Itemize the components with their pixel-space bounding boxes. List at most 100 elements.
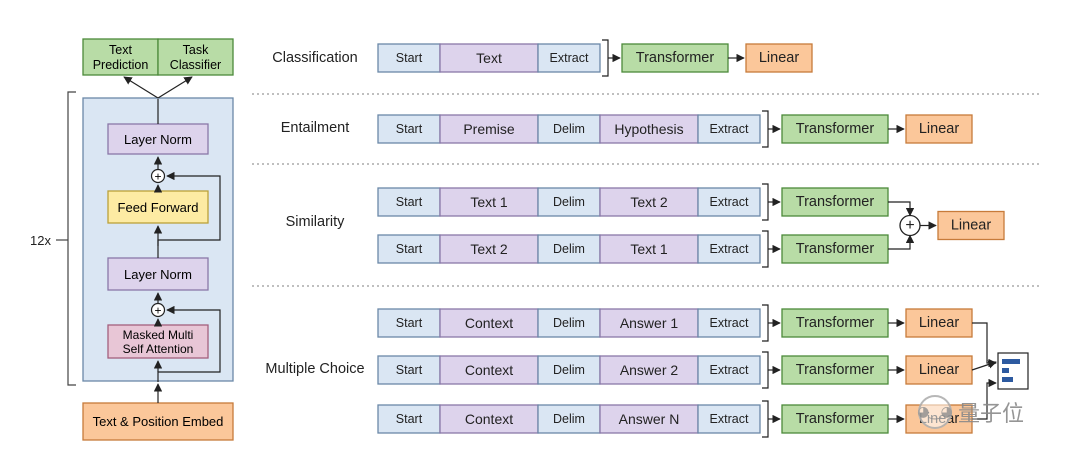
layer-norm-top [107,123,209,155]
linear-label: Linear [919,362,959,378]
residual-add-top [150,168,166,184]
token-label: Extract [710,195,749,209]
linear-box [745,43,813,73]
token-label: Text 1 [470,194,508,210]
token-text-1 [599,234,699,264]
token-extract [537,43,601,73]
linear-box [905,114,973,144]
token-label: Answer 1 [620,315,679,331]
linear-label: Linear [919,315,959,331]
token-answer-n [599,404,699,434]
token-extract [697,355,761,385]
repeat-bracket [67,91,76,386]
token-start [377,187,441,217]
wechat-icon: ◕‿◕ [917,395,953,429]
sequence-bracket [762,230,769,268]
token-context [439,308,539,338]
attention-line1: Masked Multi [123,328,194,342]
residual-add-bottom-symbol: + [154,304,161,318]
combine-symbol: + [905,217,914,234]
sequence-bracket [762,351,769,389]
token-extract [697,404,761,434]
output-text-prediction [82,38,159,76]
softmax-bar [1002,359,1020,364]
task-label-multiple-choice: Multiple Choice [265,361,364,377]
task-label-classification: Classification [272,50,357,66]
output-task-classifier-line2: Classifier [170,58,221,72]
token-premise [439,114,539,144]
sequence-bracket [762,304,769,342]
architecture-panel: 12x Text Prediction Task Classifier Laye… [30,38,234,441]
transformer-label: Transformer [796,411,875,427]
flow-arrow [972,322,997,368]
masked-self-attention [107,324,209,359]
sequence-bracket [602,39,609,77]
task-label-similarity: Similarity [286,214,346,230]
transformer-box [781,355,889,385]
watermark-text: 量子位 [958,402,1025,427]
feed-forward-label: Feed Forward [118,200,199,215]
token-start [377,355,441,385]
token-label: Context [465,362,513,378]
token-label: Start [396,122,423,136]
token-label: Answer 2 [620,362,679,378]
layer-norm-bottom-label: Layer Norm [124,267,192,282]
token-label: Text 2 [630,194,668,210]
token-delim [537,114,601,144]
residual-add-bottom [150,302,166,318]
flow-arrow [971,360,997,371]
token-context [439,355,539,385]
token-extract [697,234,761,264]
token-label: Start [396,316,423,330]
task-label-entailment: Entailment [281,120,350,136]
output-task-classifier [157,38,234,76]
transformer-box [781,404,889,434]
flow-arrow [972,378,997,420]
token-start [377,43,441,73]
token-label: Premise [463,121,515,137]
token-label: Delim [553,195,585,209]
watermark: ◕‿◕ 量子位 [917,394,1068,430]
token-label: Text [476,50,502,66]
token-delim [537,234,601,264]
transformer-box [781,187,889,217]
softmax-bar [1002,377,1013,382]
token-label: Start [396,242,423,256]
feed-forward [107,190,209,224]
output-task-classifier-line1: Task [183,43,209,57]
transformer-label: Transformer [636,50,715,66]
transformer-label: Transformer [796,315,875,331]
token-text-2 [599,187,699,217]
token-label: Extract [710,363,749,377]
repeat-label: 12x [30,233,51,248]
flow-arrow [888,201,915,217]
softmax-bar [1002,368,1009,373]
token-label: Extract [710,412,749,426]
token-delim [537,404,601,434]
token-extract [697,308,761,338]
attention-line2: Self Attention [123,342,194,356]
embed-label: Text & Position Embed [93,414,224,429]
token-label: Start [396,412,423,426]
residual-add-top-symbol: + [154,170,161,184]
token-label: Answer N [619,411,680,427]
layer-norm-top-label: Layer Norm [124,132,192,147]
token-label: Start [396,51,423,65]
token-label: Extract [710,122,749,136]
transformer-label: Transformer [796,241,875,257]
token-label: Delim [553,363,585,377]
token-label: Start [396,363,423,377]
output-text-prediction-line1: Text [109,43,132,57]
layer-norm-bottom [107,257,209,291]
transformer-label: Transformer [796,194,875,210]
linear-box [905,355,973,385]
token-label: Context [465,411,513,427]
token-label: Extract [710,316,749,330]
token-label: Start [396,195,423,209]
transformer-box [781,114,889,144]
transformer-label: Transformer [796,121,875,137]
transformer-box [781,308,889,338]
token-extract [697,187,761,217]
transformer-label: Transformer [796,362,875,378]
